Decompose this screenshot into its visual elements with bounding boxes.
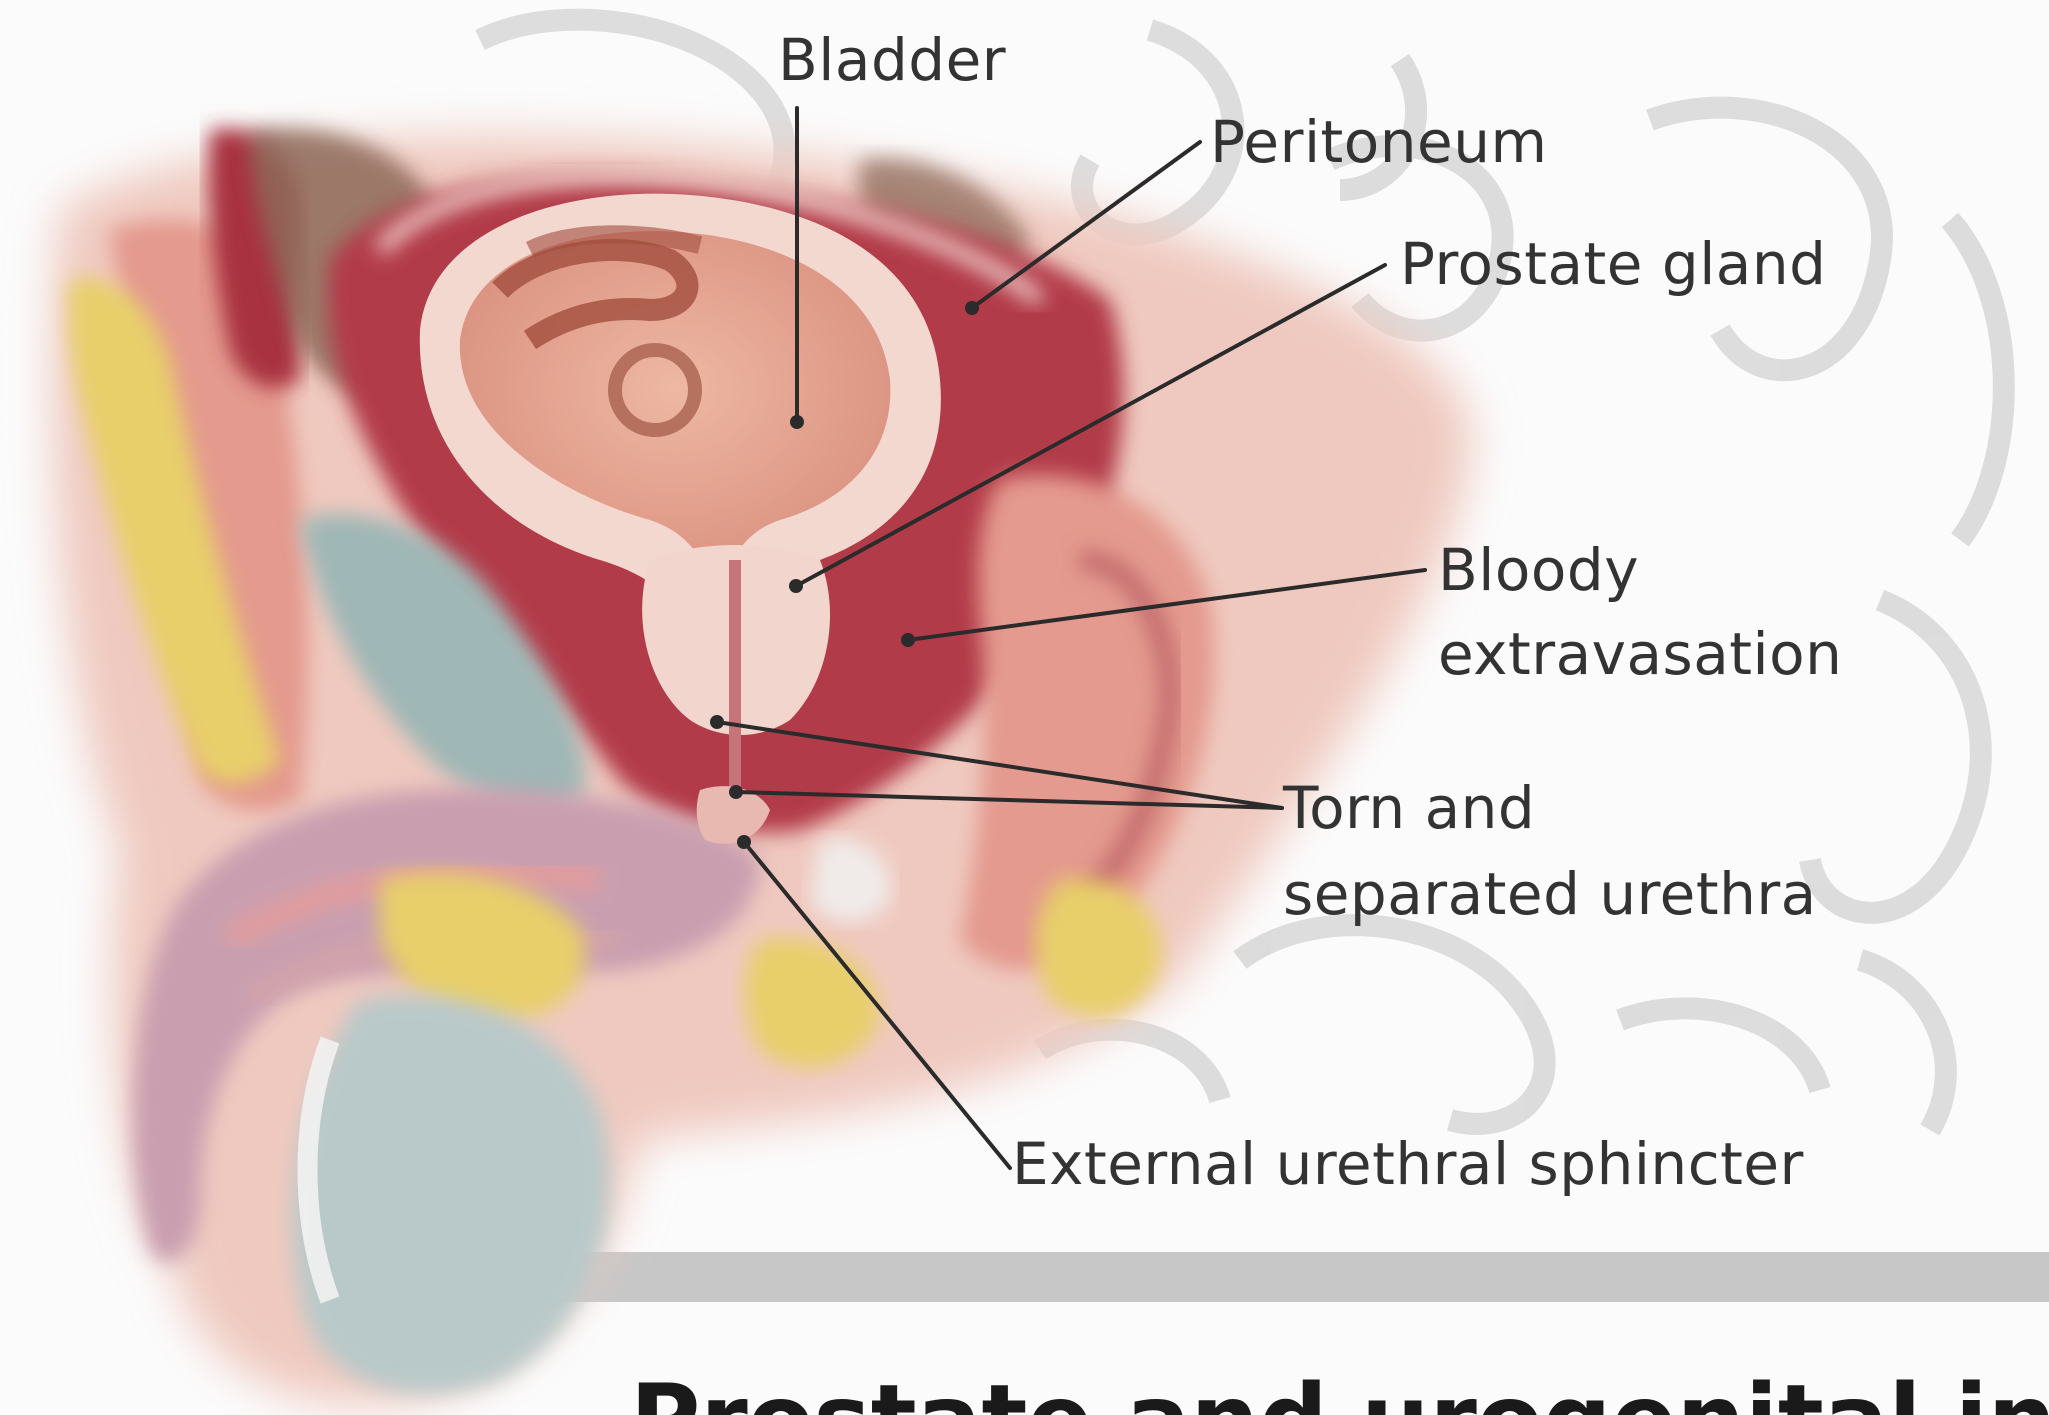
label-bloody-extravasation-line1: Bloody [1438,528,1639,612]
label-peritoneum: Peritoneum [1210,100,1547,184]
label-external-urethral-sphincter: External urethral sphincter [1012,1122,1804,1206]
label-bloody-extravasation-line2: extravasation [1438,612,1842,696]
watermark-bar [495,1252,2049,1302]
label-torn-urethra-line1: Torn and [1283,766,1535,850]
label-torn-urethra-line2: separated urethra [1283,852,1817,936]
label-prostate-gland: Prostate gland [1400,222,1826,306]
pelvis-cross-section [53,128,1471,1405]
label-bladder: Bladder [778,18,1006,102]
figure-caption: Prostate and urogenital injury [630,1365,2049,1415]
